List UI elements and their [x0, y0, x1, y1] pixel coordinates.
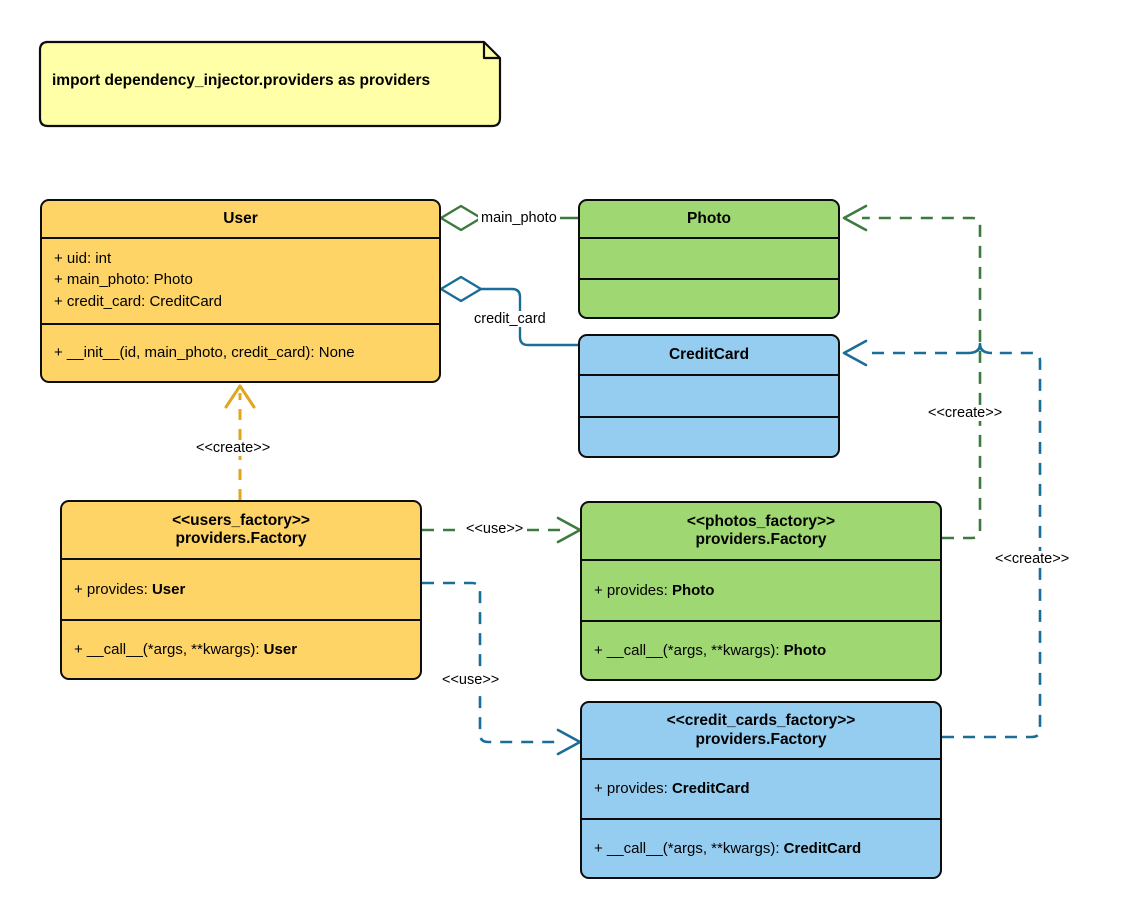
class-box-credit-cards-factory[interactable]: <<credit_cards_factory>> providers.Facto… [580, 701, 942, 879]
provides-row: + provides: User [74, 580, 186, 598]
methods-compartment-credit-card [580, 418, 838, 456]
class-box-users-factory[interactable]: <<users_factory>> providers.Factory + pr… [60, 500, 422, 680]
class-title-credit-card: CreditCard [668, 345, 750, 363]
edge-label-main-photo: main_photo [478, 210, 560, 226]
dependency-use-credit-cards-factory [422, 581, 582, 756]
import-note-shape [38, 40, 502, 128]
attribute-row: + credit_card: CreditCard [54, 292, 222, 310]
attributes-compartment-photo [580, 239, 838, 280]
class-title-photo: Photo [687, 209, 731, 227]
edge-label-create-photo: <<create>> [924, 405, 1007, 421]
provides-row: + provides: Photo [594, 581, 715, 599]
call-row: + __call__(*args, **kwargs): CreditCard [594, 839, 862, 857]
edge-label-use-photos: <<use>> [462, 521, 528, 537]
stereotype-credit-cards-factory: <<credit_cards_factory>> [666, 712, 856, 730]
edge-label-credit-card: credit_card [471, 311, 549, 327]
class-box-user[interactable]: User + uid: int + main_photo: Photo + cr… [40, 199, 441, 383]
edge-label-create-credit-card: <<create>> [991, 551, 1074, 567]
method-row: + __init__(id, main_photo, credit_card):… [54, 344, 355, 362]
provides-row: + provides: CreditCard [594, 780, 750, 798]
class-title-photos-factory: providers.Factory [695, 531, 827, 548]
class-box-credit-card[interactable]: CreditCard [578, 334, 840, 458]
dependency-create-user [224, 384, 256, 500]
class-box-photos-factory[interactable]: <<photos_factory>> providers.Factory + p… [580, 501, 942, 681]
class-title-users-factory: providers.Factory [175, 530, 307, 547]
stereotype-photos-factory: <<photos_factory>> [686, 512, 836, 530]
dependency-create-credit-card [842, 339, 1042, 739]
dependency-create-photo [842, 204, 982, 540]
class-box-photo[interactable]: Photo [578, 199, 840, 319]
edge-label-create-user: <<create>> [192, 440, 275, 456]
class-title-credit-cards-factory: providers.Factory [695, 730, 827, 748]
import-note-text: import dependency_injector.providers as … [52, 72, 431, 89]
attribute-row: + main_photo: Photo [54, 271, 193, 289]
attribute-row: + uid: int [54, 250, 112, 267]
call-row: + __call__(*args, **kwargs): User [74, 640, 298, 658]
call-row: + __call__(*args, **kwargs): Photo [594, 641, 827, 659]
stereotype-users-factory: <<users_factory>> [172, 511, 310, 529]
class-title-user: User [223, 209, 258, 227]
methods-compartment-photo [580, 280, 838, 317]
edge-label-use-credit-cards: <<use>> [438, 672, 504, 688]
attributes-compartment-credit-card [580, 376, 838, 418]
